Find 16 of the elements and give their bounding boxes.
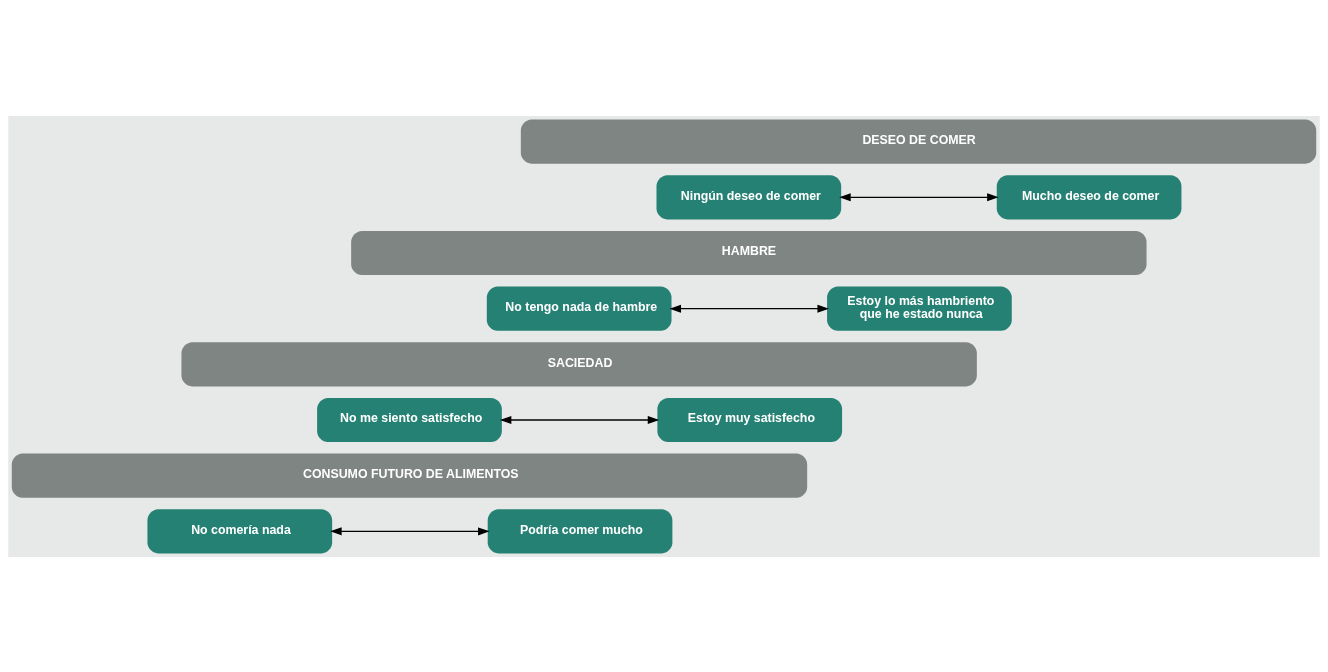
node-box: CONSUMO FUTURO DE ALIMENTOS	[11, 453, 808, 498]
arrow	[330, 526, 490, 535]
node-box: Podría comer mucho	[487, 508, 673, 553]
node-box: Ningún deseo de comer	[656, 174, 842, 219]
node-box: Estoy lo más hambriento que he estado nunca	[827, 286, 1012, 331]
node-box: SACIEDAD	[181, 341, 977, 386]
node-box: Estoy muy satisfecho	[657, 397, 843, 442]
arrow	[669, 304, 829, 313]
node-box: Mucho deseo de comer	[996, 174, 1182, 219]
arrow	[499, 415, 660, 424]
node-box: No me siento satisfecho	[317, 397, 502, 442]
node-box: HAMBRE	[351, 230, 1147, 275]
node-box: DESEO DE COMER	[520, 119, 1317, 164]
node-box: No tengo nada de hambre	[486, 286, 672, 331]
node-box: No comería nada	[147, 508, 333, 553]
arrow	[839, 192, 999, 201]
